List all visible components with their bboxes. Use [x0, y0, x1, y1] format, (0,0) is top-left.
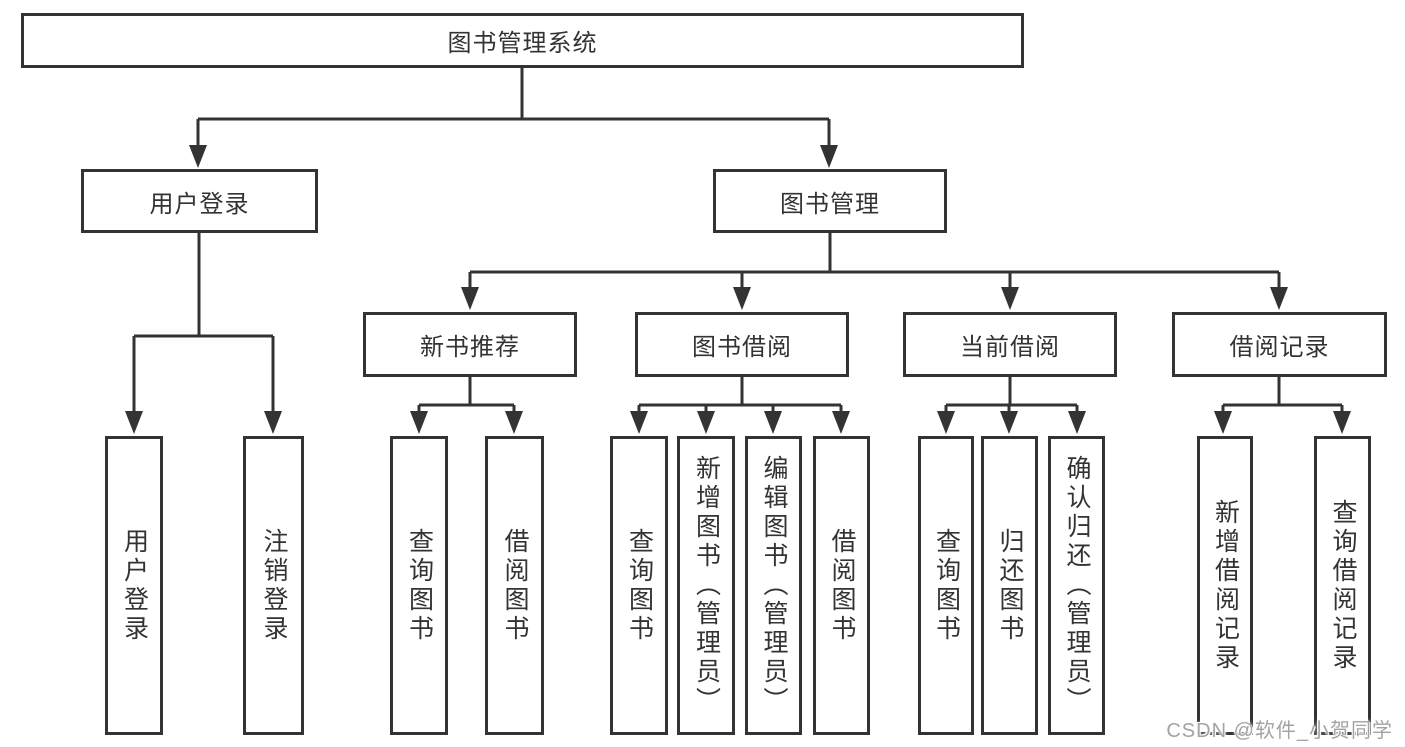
leaf-query-borrow-record-label: 查询借阅记录 [1329, 498, 1357, 673]
leaf-borrow-book-recommend: 借阅图书 [485, 436, 544, 735]
leaf-edit-book-admin: 编辑图书（管理员） [745, 436, 802, 735]
leaf-confirm-return-admin: 确认归还（管理员） [1048, 436, 1105, 735]
csdn-watermark: CSDN @软件_小贺同学 [1166, 720, 1393, 742]
node-book-borrow-label: 图书借阅 [692, 334, 792, 361]
leaf-logout-label: 注销登录 [260, 527, 288, 644]
leaf-add-borrow-record: 新增借阅记录 [1197, 436, 1253, 735]
leaf-add-book-admin: 新增图书（管理员） [677, 436, 735, 735]
leaf-logout: 注销登录 [243, 436, 304, 735]
node-book-management-label: 图书管理 [780, 190, 880, 218]
leaf-borrow-book-recommend-label: 借阅图书 [501, 527, 529, 644]
leaf-query-book-recommend: 查询图书 [390, 436, 448, 735]
node-new-book-recommend: 新书推荐 [363, 312, 577, 377]
leaf-borrow-book: 借阅图书 [813, 436, 870, 735]
node-borrow-record: 借阅记录 [1172, 312, 1387, 377]
node-root-label: 图书管理系统 [447, 30, 598, 57]
arrowheads [125, 145, 1351, 434]
node-root: 图书管理系统 [21, 13, 1024, 68]
leaf-query-borrow-record: 查询借阅记录 [1314, 436, 1371, 735]
leaf-user-login: 用户登录 [105, 436, 163, 735]
leaf-borrow-book-label: 借阅图书 [828, 527, 856, 644]
node-book-borrow: 图书借阅 [635, 312, 849, 377]
leaf-query-book-current: 查询图书 [918, 436, 974, 735]
leaf-edit-book-admin-label: 编辑图书（管理员） [760, 455, 788, 716]
node-book-management: 图书管理 [713, 169, 947, 233]
node-current-borrow: 当前借阅 [903, 312, 1117, 377]
leaf-query-book-current-label: 查询图书 [932, 527, 961, 644]
leaf-return-book: 归还图书 [981, 436, 1038, 735]
leaf-query-book-borrow-label: 查询图书 [625, 527, 654, 644]
node-borrow-record-label: 借阅记录 [1229, 334, 1330, 361]
leaf-query-book-recommend-label: 查询图书 [405, 527, 434, 644]
node-user-login-label: 用户登录 [149, 190, 250, 218]
node-current-borrow-label: 当前借阅 [960, 334, 1060, 361]
leaf-return-book-label: 归还图书 [996, 527, 1024, 644]
leaf-query-book-borrow: 查询图书 [610, 436, 668, 735]
node-new-book-recommend-label: 新书推荐 [420, 334, 520, 361]
leaf-add-book-admin-label: 新增图书（管理员） [692, 455, 721, 716]
node-user-login: 用户登录 [81, 169, 318, 233]
leaf-confirm-return-admin-label: 确认归还（管理员） [1063, 455, 1091, 716]
leaf-user-login-label: 用户登录 [120, 527, 149, 644]
leaf-add-borrow-record-label: 新增借阅记录 [1211, 498, 1240, 673]
